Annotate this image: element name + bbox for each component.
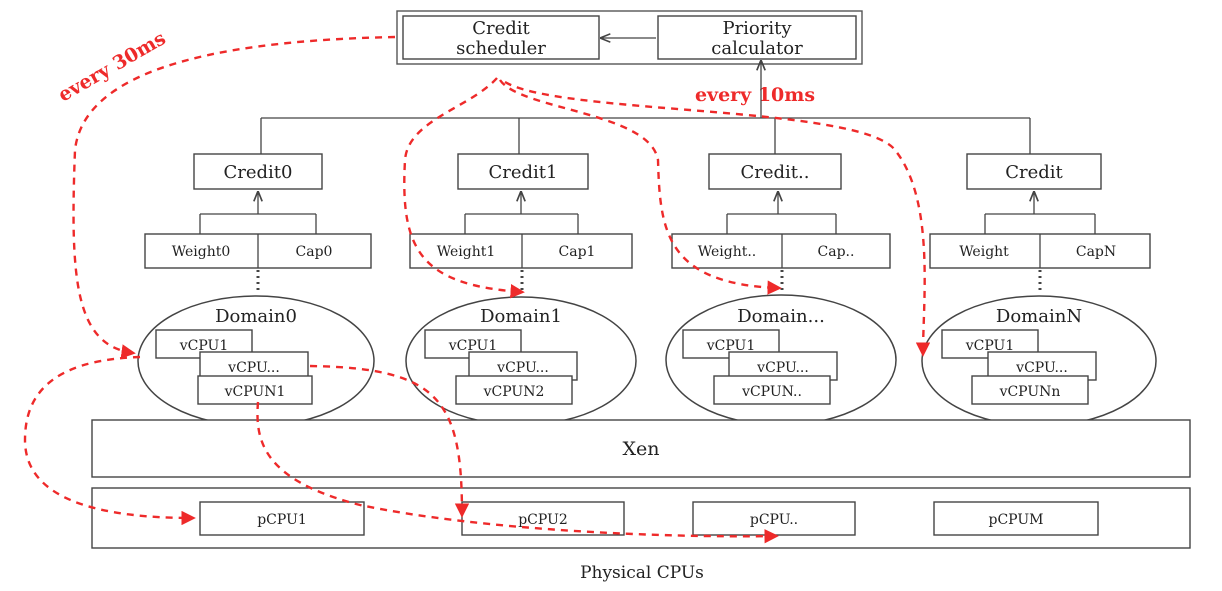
weight-cap-box (409, 233, 633, 269)
scheduler-group: Credit scheduler Priority calculator (396, 10, 863, 65)
domain-name: Domain... (737, 306, 825, 327)
vcpu-label: vCPUN2 (483, 384, 545, 400)
vcpu-box-3 (713, 375, 831, 405)
pcpu-box-4 (933, 501, 1099, 536)
weight-label: Weight (959, 244, 1009, 260)
vcpu-label: vCPU... (227, 360, 280, 376)
xen-label: Xen (622, 438, 659, 460)
credit-box (193, 153, 323, 190)
cap-label: Cap.. (818, 244, 855, 260)
physical-cpu-layer: pCPU1 pCPU2 pCPU.. pCPUM (91, 487, 1191, 549)
vcpu-label: vCPUN.. (741, 384, 802, 400)
pcpu-label: pCPU2 (518, 512, 568, 528)
pcpu-label: pCPU.. (750, 512, 798, 528)
weight-label: Weight0 (172, 244, 231, 260)
credit-scheduler-label-2: scheduler (456, 38, 546, 59)
vcpu-label: vCPU... (756, 360, 809, 376)
vcpu-label: vCPUNn (999, 384, 1061, 400)
physical-cpus-caption: Physical CPUs (580, 563, 704, 583)
flow-scheduler-to-domain1 (403, 77, 525, 299)
domain-name: Domain1 (480, 306, 562, 327)
domain-column-0: Credit0 Weight0 Cap0 Domain0 vCPU1 vCPU.… (137, 153, 375, 427)
credit-label: Credit1 (489, 162, 558, 183)
priority-calculator-box (657, 15, 857, 60)
flow-vcpu-to-pcpu2 (309, 364, 470, 518)
every-30ms-label: every 30ms (54, 27, 169, 106)
domain-column-1: Credit1 Weight1 Cap1 Domain1 vCPU1 vCPU.… (405, 153, 637, 426)
cap-label: Cap0 (296, 244, 333, 260)
credit-distribution-tree (260, 61, 1031, 154)
flow-30ms-to-domain0 (72, 35, 396, 359)
vcpu-box-3 (971, 375, 1089, 405)
weight-label: Weight1 (437, 244, 496, 260)
cap-label: Cap1 (559, 244, 596, 260)
vcpu-label: vCPU1 (179, 338, 229, 354)
every-10ms-label: every 10ms (695, 84, 815, 106)
domain-column-3: Credit Weight CapN DomainN vCPU1 vCPU...… (921, 153, 1157, 427)
credit-box (708, 153, 842, 190)
pcpu-label: pCPU1 (257, 512, 307, 528)
scheduling-flow-arrows (23, 35, 931, 544)
credit-scheduler-label-1: Credit (472, 18, 530, 39)
flow-scheduler-to-domainN (504, 80, 931, 357)
credit-label: Credit0 (224, 162, 293, 183)
vcpu-label: vCPUN1 (224, 384, 286, 400)
priority-calculator-label-1: Priority (722, 18, 792, 39)
xen-hypervisor-box (91, 419, 1191, 478)
flow-vcpu1-to-pcpu1 (23, 355, 196, 526)
flow-scheduler-to-domain2 (499, 79, 782, 295)
domain-name: DomainN (996, 306, 1082, 327)
vcpu-label: vCPU1 (965, 338, 1015, 354)
credit-box (457, 153, 589, 190)
credit-scheduler-box (402, 15, 600, 60)
priority-calculator-label-2: calculator (711, 38, 803, 59)
vcpu-label: vCPU... (1015, 360, 1068, 376)
vcpu-label: vCPU... (496, 360, 549, 376)
credit-label: Credit (1005, 162, 1063, 183)
pcpu-box-2 (461, 501, 625, 536)
credit-label: Credit.. (741, 162, 810, 183)
pcpu-label: pCPUM (989, 512, 1044, 528)
weight-cap-box (671, 233, 891, 269)
pcpu-box-1 (199, 501, 365, 536)
weight-label: Weight.. (698, 244, 757, 260)
domain-name: Domain0 (215, 306, 297, 327)
vcpu-label: vCPU1 (706, 338, 756, 354)
credit-box (966, 153, 1102, 190)
vcpu-box-3 (455, 375, 573, 405)
cap-label: CapN (1076, 244, 1116, 260)
domain-column-2: Credit.. Weight.. Cap.. Domain... vCPU1 … (665, 153, 897, 426)
vcpu-label: vCPU1 (448, 338, 498, 354)
flow-vcpun1-to-pcpu3 (256, 401, 779, 544)
vcpu-box-3 (197, 375, 313, 405)
